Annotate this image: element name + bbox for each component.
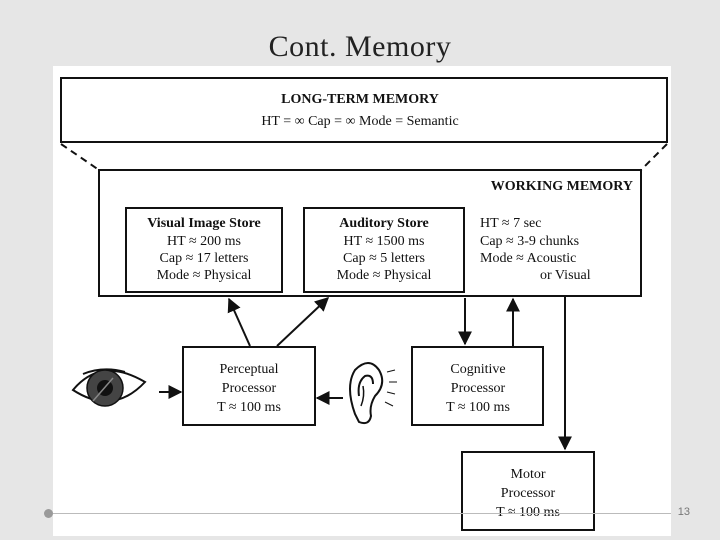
arrow-perceptual-to-visual-store — [227, 297, 251, 347]
long-term-memory-title: LONG-TERM MEMORY — [281, 92, 439, 107]
ltm-wm-connector-left — [60, 143, 100, 171]
cognitive-processor-line: T ≈ 100 ms — [446, 400, 510, 415]
visual-image-store-line: Cap ≈ 17 letters — [160, 251, 249, 266]
motor-processor-line: Processor — [501, 486, 556, 501]
working-memory-param: Cap ≈ 3-9 chunks — [480, 234, 579, 249]
memory-diagram: LONG-TERM MEMORY HT = ∞ Cap = ∞ Mode = S… — [53, 66, 671, 536]
working-memory-title: WORKING MEMORY — [491, 179, 633, 194]
working-memory-param: or Visual — [540, 268, 591, 283]
working-memory-param: HT ≈ 7 sec — [480, 216, 541, 231]
perceptual-processor-box: Perceptual Processor T ≈ 100 ms — [182, 346, 316, 426]
working-memory-param: Mode ≈ Acoustic — [480, 251, 576, 266]
visual-image-store-line: Mode ≈ Physical — [157, 268, 252, 283]
perceptual-processor-line: Processor — [222, 381, 277, 396]
auditory-store-line: Mode ≈ Physical — [337, 268, 432, 283]
motor-processor-line: T ≈ 100 ms — [496, 505, 560, 520]
arrow-perceptual-to-auditory-store — [276, 297, 330, 347]
motor-processor-line: Motor — [511, 467, 546, 482]
auditory-store-line: HT ≈ 1500 ms — [344, 234, 425, 249]
long-term-memory-params: HT = ∞ Cap = ∞ Mode = Semantic — [261, 114, 458, 129]
visual-image-store-title: Visual Image Store — [147, 216, 261, 231]
auditory-store-box: Auditory Store HT ≈ 1500 ms Cap ≈ 5 lett… — [303, 207, 465, 293]
ltm-wm-connector-right — [640, 143, 668, 171]
page-number: 13 — [677, 506, 690, 518]
eye-icon — [71, 368, 147, 407]
long-term-memory-box: LONG-TERM MEMORY HT = ∞ Cap = ∞ Mode = S… — [60, 77, 668, 143]
footer-bullet-icon — [44, 509, 53, 518]
ear-icon — [349, 362, 397, 425]
cognitive-processor-line: Processor — [451, 381, 506, 396]
cognitive-processor-line: Cognitive — [450, 362, 505, 377]
footer-divider — [53, 513, 671, 514]
auditory-store-title: Auditory Store — [339, 216, 429, 231]
cognitive-processor-box: Cognitive Processor T ≈ 100 ms — [411, 346, 544, 426]
perceptual-processor-line: Perceptual — [219, 362, 278, 377]
slide-title: Cont. Memory — [268, 30, 452, 63]
motor-processor-box: Motor Processor T ≈ 100 ms — [461, 451, 595, 531]
auditory-store-line: Cap ≈ 5 letters — [343, 251, 425, 266]
visual-image-store-line: HT ≈ 200 ms — [167, 234, 241, 249]
working-memory-params: HT ≈ 7 sec Cap ≈ 3-9 chunks Mode ≈ Acous… — [480, 216, 591, 283]
perceptual-processor-line: T ≈ 100 ms — [217, 400, 281, 415]
visual-image-store-box: Visual Image Store HT ≈ 200 ms Cap ≈ 17 … — [125, 207, 283, 293]
